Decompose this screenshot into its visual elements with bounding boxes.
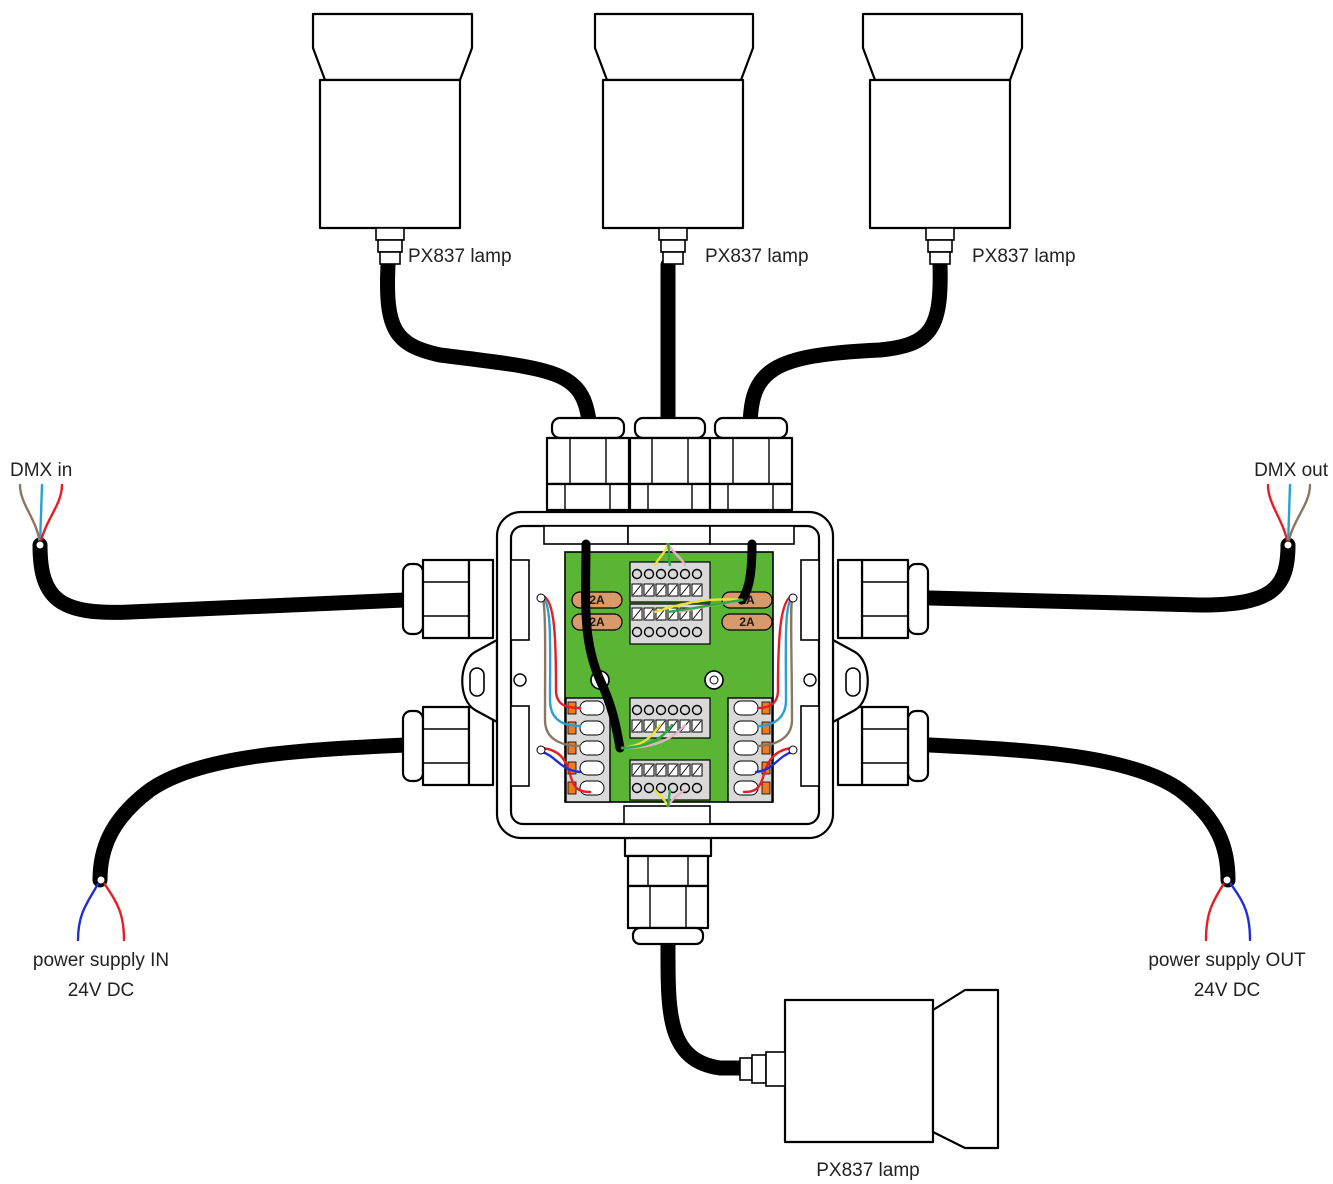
gland-bottom — [623, 836, 713, 946]
label-power-out-voltage: 24V DC — [1194, 980, 1261, 1001]
cable-dmx-in — [32, 537, 413, 620]
cable-power-in — [92, 737, 413, 888]
cables — [32, 257, 1296, 1076]
svg-text:2A: 2A — [589, 593, 605, 607]
junction-box: 2A 2A 2A 2A — [461, 510, 869, 840]
label-power-in: power supply IN — [33, 950, 169, 971]
svg-text:2A: 2A — [589, 615, 605, 629]
label-power-in-voltage: 24V DC — [68, 980, 135, 1001]
label-dmx-in: DMX in — [10, 460, 72, 481]
dmx-in-wires — [18, 483, 64, 550]
lamp-bottom — [739, 988, 1000, 1150]
cable-lamp-bottom — [660, 927, 758, 1076]
terminal-blocks — [629, 561, 711, 801]
label-lamp-bottom: PX837 lamp — [816, 1160, 920, 1181]
label-lamp-top-right: PX837 lamp — [972, 246, 1076, 267]
label-lamp-top-left: PX837 lamp — [408, 246, 512, 267]
power-in-wires — [76, 875, 126, 942]
label-power-out: power supply OUT — [1148, 950, 1306, 971]
label-lamp-top-center: PX837 lamp — [705, 246, 809, 267]
dmx-out-wires — [1266, 483, 1312, 550]
fuse-left-upper: 2A — [571, 591, 623, 609]
cable-power-out — [922, 737, 1236, 888]
cable-dmx-out — [922, 537, 1296, 613]
cable-lamp-top-left — [380, 257, 598, 438]
gland-top-center — [628, 416, 712, 512]
gland-right-upper — [836, 558, 930, 640]
gland-top-right — [708, 416, 794, 512]
svg-text:2A: 2A — [739, 615, 755, 629]
gland-left-upper — [401, 558, 495, 640]
lamp-top-right — [861, 12, 1024, 265]
gland-top-left — [545, 416, 631, 512]
gland-right-lower — [836, 705, 930, 787]
power-out-wires — [1204, 875, 1252, 942]
fuse-right-lower: 2A — [721, 613, 773, 631]
gland-left-lower — [401, 705, 495, 787]
lamp-top-center — [593, 12, 755, 265]
label-dmx-out: DMX out — [1254, 460, 1329, 481]
internal-wires — [536, 542, 798, 808]
lamp-top-left — [311, 12, 474, 265]
cable-lamp-top-right — [742, 257, 948, 438]
fuse-left-lower: 2A — [571, 613, 623, 631]
